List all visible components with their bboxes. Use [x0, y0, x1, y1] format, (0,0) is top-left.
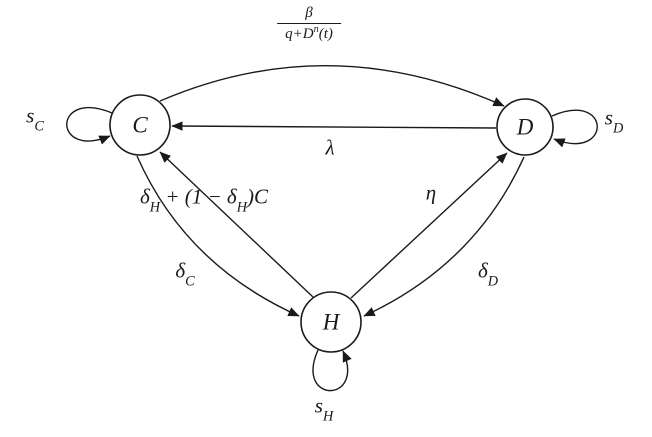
s-d-sub: D [612, 120, 624, 137]
edge-label-delta-c: δC [175, 258, 194, 288]
s-c-sub: C [34, 118, 44, 135]
delta-h-part2: + (1 − δ [160, 184, 237, 209]
edge-d-to-h-curve [363, 156, 525, 317]
s-h-sub: H [322, 408, 334, 425]
loop-label-s-h: sH [314, 393, 334, 423]
delta-c-base: δ [175, 258, 186, 283]
delta-d-base: δ [477, 258, 488, 283]
self-loop-d [551, 109, 598, 148]
loop-label-s-d: sD [604, 105, 624, 135]
fraction-denominator: q+Dn(t) [277, 23, 341, 43]
node-d-circle [496, 98, 554, 156]
self-loop-c [66, 107, 113, 145]
delta-c-sub: C [185, 273, 195, 290]
node-h-label: H [322, 309, 340, 335]
denominator-arg: (t) [318, 26, 333, 43]
node-d-label: D [516, 114, 534, 140]
s-h-base: s [314, 393, 323, 418]
edge-h-to-d-line [350, 152, 508, 299]
edge-c-to-h-curve [136, 155, 300, 317]
s-c-base: s [26, 103, 35, 128]
edge-h-to-c-line [159, 151, 314, 298]
delta-h-sub1: H [149, 199, 161, 216]
fraction-numerator: β [305, 5, 313, 21]
node-h-circle [300, 291, 362, 353]
edge-d-to-c-line [171, 121, 497, 131]
denominator-base: q+D [285, 26, 314, 43]
edge-label-beta-fraction: β q+Dn(t) [277, 5, 341, 44]
delta-d-sub: D [487, 273, 499, 290]
edge-c-to-d-arc [159, 65, 505, 107]
edge-label-delta-h: δH + (1 − δH)C [140, 184, 268, 214]
delta-h-part3: )C [247, 184, 268, 209]
edge-label-lambda: λ [325, 135, 335, 160]
edge-label-eta: η [425, 180, 437, 205]
node-c-circle [109, 94, 171, 156]
self-loop-h [312, 349, 352, 392]
edge-label-delta-d: δD [477, 258, 498, 288]
node-c-label: C [132, 112, 148, 138]
s-d-base: s [604, 105, 613, 130]
delta-h-part1: δ [140, 184, 150, 209]
loop-label-s-c: sC [26, 103, 44, 133]
delta-h-sub2: H [236, 199, 247, 216]
denominator-exponent: n [313, 24, 319, 36]
